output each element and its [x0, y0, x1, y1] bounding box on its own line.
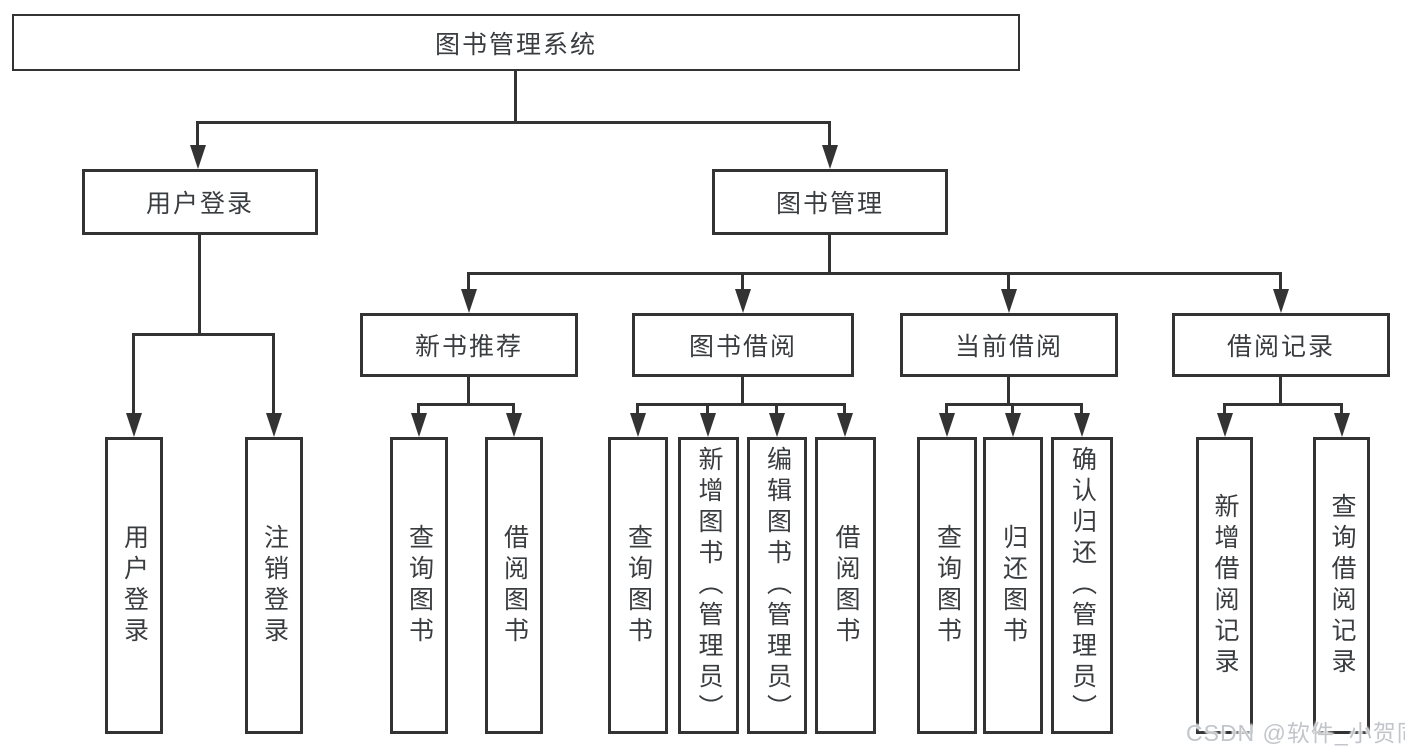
connector-to-borrow-records [1279, 272, 1282, 290]
connector-leaf [1080, 403, 1083, 414]
node-current-borrow: 当前借阅 [900, 313, 1118, 377]
node-leaf-return-books: 归还图书 [983, 437, 1043, 734]
node-leaf-borrow-books-recommend: 借阅图书 [485, 437, 543, 734]
node-user-login: 用户登录 [82, 169, 318, 235]
node-leaf-return-books-label: 归还图书 [999, 523, 1028, 648]
arrow-down-icon [190, 145, 206, 169]
connector-leaf [636, 403, 639, 414]
csdn-watermark: CSDN @软件_小贺同学 [1186, 720, 1405, 746]
node-leaf-add-borrow-record-label: 新增借阅记录 [1211, 492, 1239, 679]
connector-user-login-bar [132, 333, 275, 336]
arrow-down-icon [630, 413, 646, 437]
node-leaf-borrow-books-recommend-label: 借阅图书 [500, 523, 529, 648]
connector-to-current-borrow [1007, 272, 1010, 290]
node-leaf-logout: 注销登录 [245, 437, 303, 734]
node-book-borrow-label: 图书借阅 [688, 333, 797, 361]
connector-leaf [417, 403, 420, 414]
arrow-down-icon [1074, 413, 1090, 437]
node-leaf-confirm-return-admin-label: 确认归还（管理员） [1068, 446, 1097, 725]
node-leaf-user-login-label: 用户登录 [120, 523, 149, 648]
arrow-down-icon [1217, 413, 1233, 437]
connector-new-book-recommend-bar [417, 403, 515, 406]
node-root: 图书管理系统 [12, 14, 1020, 71]
node-root-label: 图书管理系统 [434, 30, 597, 59]
node-leaf-borrow-books-label: 借阅图书 [832, 523, 860, 648]
connector-new-book-recommend-stem [467, 376, 470, 405]
node-leaf-add-books-admin: 新增图书（管理员） [678, 437, 739, 734]
connector-borrow-records-stem [1279, 376, 1282, 405]
connector-leaf [1340, 403, 1343, 414]
arrow-down-icon [461, 289, 477, 313]
node-borrow-records-label: 借阅记录 [1226, 333, 1335, 361]
arrow-down-icon [1001, 289, 1017, 313]
connector-to-new-book-recommend [467, 272, 470, 290]
arrow-down-icon [126, 413, 142, 437]
arrow-down-icon [822, 145, 838, 169]
arrow-down-icon [1005, 413, 1021, 437]
connector-root-stem [514, 70, 517, 123]
connector-leaf [945, 403, 948, 414]
node-book-management-label: 图书管理 [775, 190, 884, 218]
connector-book-management-stem [828, 234, 831, 274]
connector-to-leaf-user-login [132, 333, 135, 415]
node-current-borrow-label: 当前借阅 [954, 333, 1063, 361]
connector-to-leaf-logout [272, 333, 275, 415]
node-new-book-recommend-label: 新书推荐 [414, 333, 523, 361]
arrow-down-icon [700, 413, 716, 437]
connector-leaf [843, 403, 846, 414]
node-leaf-edit-books-admin-label: 编辑图书（管理员） [763, 446, 792, 725]
connector-leaf [775, 403, 778, 414]
node-leaf-user-login: 用户登录 [105, 437, 163, 734]
node-leaf-edit-books-admin: 编辑图书（管理员） [747, 437, 807, 734]
node-leaf-query-books-current-label: 查询图书 [933, 523, 962, 648]
node-leaf-add-books-admin-label: 新增图书（管理员） [695, 446, 723, 725]
node-leaf-logout-label: 注销登录 [260, 523, 289, 648]
connector-user-login-stem [198, 234, 201, 335]
connector-to-book-borrow [741, 272, 744, 290]
node-book-borrow: 图书借阅 [632, 313, 854, 377]
node-leaf-query-borrow-record: 查询借阅记录 [1313, 437, 1370, 734]
connector-book-management-bar [467, 272, 1282, 275]
arrow-down-icon [1334, 413, 1350, 437]
node-leaf-add-borrow-record: 新增借阅记录 [1196, 437, 1253, 734]
connector-book-borrow-bar [636, 403, 846, 406]
connector-leaf [706, 403, 709, 414]
node-leaf-query-books-borrow: 查询图书 [608, 437, 668, 734]
connector-current-borrow-stem [1007, 376, 1010, 405]
arrow-down-icon [735, 289, 751, 313]
node-leaf-query-books-current: 查询图书 [917, 437, 977, 734]
connector-leaf [512, 403, 515, 414]
connector-root-bar [196, 121, 831, 124]
arrow-down-icon [506, 413, 522, 437]
node-book-management: 图书管理 [712, 169, 948, 235]
node-new-book-recommend: 新书推荐 [360, 313, 578, 377]
connector-leaf [1223, 403, 1226, 414]
connector-current-borrow-bar [945, 403, 1083, 406]
arrow-down-icon [1273, 289, 1289, 313]
node-leaf-query-borrow-record-label: 查询借阅记录 [1328, 492, 1356, 679]
connector-leaf [1011, 403, 1014, 414]
connector-book-borrow-stem [741, 376, 744, 405]
node-leaf-query-books-borrow-label: 查询图书 [624, 523, 653, 648]
node-leaf-query-books-recommend: 查询图书 [390, 437, 448, 734]
node-leaf-borrow-books: 借阅图书 [815, 437, 876, 734]
connector-borrow-records-bar [1223, 403, 1343, 406]
arrow-down-icon [769, 413, 785, 437]
arrow-down-icon [411, 413, 427, 437]
arrow-down-icon [837, 413, 853, 437]
connector-root-to-book-management [828, 121, 831, 147]
node-leaf-query-books-recommend-label: 查询图书 [405, 523, 434, 648]
arrow-down-icon [939, 413, 955, 437]
node-user-login-label: 用户登录 [145, 190, 254, 218]
arrow-down-icon [266, 413, 282, 437]
node-leaf-confirm-return-admin: 确认归还（管理员） [1051, 437, 1113, 734]
connector-root-to-user-login [196, 121, 199, 147]
node-borrow-records: 借阅记录 [1172, 313, 1390, 377]
